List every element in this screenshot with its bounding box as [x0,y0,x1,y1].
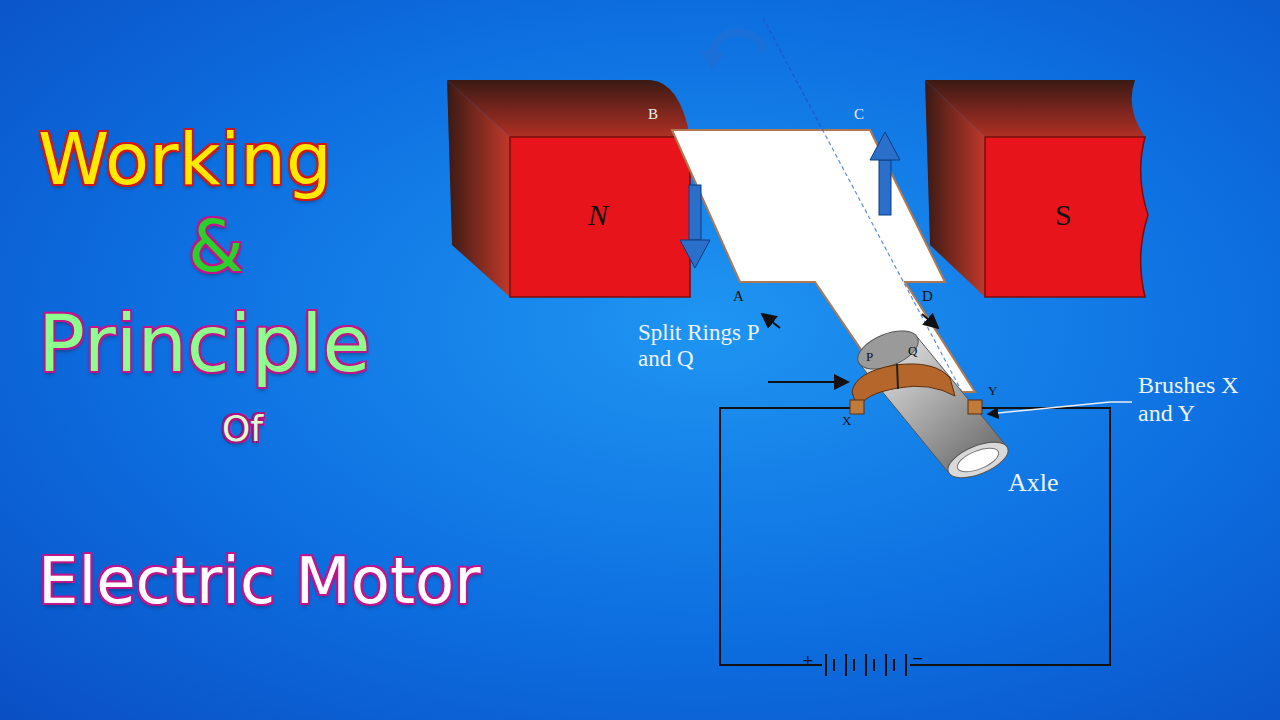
pole-label: S [1055,198,1072,233]
brush [850,400,864,414]
ring-label: Q [908,344,917,359]
corner-label: B [648,106,658,123]
current-arrow [922,314,938,328]
south-magnet [925,80,1148,297]
brush [968,400,982,414]
title-word: Working [38,118,332,201]
part-label: Brushes X and Y [1138,372,1273,427]
corner-label: C [854,106,864,123]
rotation-arrow [700,50,725,72]
rotation-axis [763,18,962,392]
corner-label: A [733,288,744,305]
title-word: Of [222,408,263,449]
force-arrow [680,132,900,268]
brush-label: Y [988,384,997,399]
leader-line [988,402,1110,414]
current-arrow [762,314,780,328]
title-word: Electric Motor [38,545,480,619]
wire [910,408,1110,665]
leader-line [768,381,848,383]
axle [852,323,1013,485]
part-label: Axle [1008,468,1059,498]
pole-label: N [588,198,608,233]
corner-label: D [922,288,933,305]
title-word: & [188,205,244,288]
terminal-sign: + [802,652,814,668]
ring-label: P [866,350,873,365]
split-rings [852,364,955,410]
title-word: Principle [38,300,371,390]
brush-label: X [842,414,851,429]
battery-symbol [826,654,906,676]
wire [720,408,850,665]
leader-line [1110,401,1132,403]
terminal-sign: − [912,650,924,666]
part-label: Split Rings P and Q [638,320,766,373]
north-magnet [447,80,690,297]
